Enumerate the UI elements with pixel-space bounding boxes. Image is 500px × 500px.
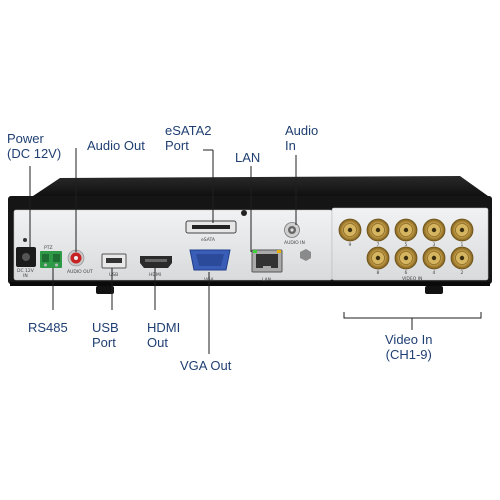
lan-port[interactable] [251,249,283,273]
screw-icon [241,210,247,216]
panel-print-audio-in: AUDIO IN [284,240,305,246]
hex-screw-icon [300,249,311,261]
right-panel-plate: 9 7 5 3 1 8 6 4 2 VIDEO IN [331,207,489,282]
foot-right [425,286,443,294]
callout-hdmi-out: HDMI Out [147,320,181,350]
panel-print-dc: DC 12V [17,268,35,274]
callout-rs485: RS485 [28,320,68,335]
callout-audio-out: Audio Out [87,138,145,153]
left-panel-plate: DC 12V IN PTZ AUDIO OUT USB HDMI [13,209,333,283]
panel-print-esata: eSATA [201,237,216,243]
callout-usb-port: USB Port [92,320,119,350]
panel-print-audio-out: AUDIO OUT [67,269,93,275]
bnc-channel-number: 2 [461,270,464,276]
callout-lan: LAN [235,150,261,165]
bnc-connector[interactable] [338,218,362,242]
leader-lines [29,148,482,354]
bnc-channel-number: 5 [405,242,408,248]
usb-port[interactable] [101,253,127,269]
bnc-connector[interactable] [394,218,418,242]
callout-video-in: Video In (CH1-9) [385,332,433,362]
bnc-connector[interactable] [422,218,446,242]
bnc-connector[interactable] [366,246,390,270]
bnc-channel-number: 1 [461,242,464,248]
foot-left [96,286,114,294]
bnc-connector[interactable] [366,218,390,242]
esata-port[interactable] [185,220,237,234]
bnc-connector[interactable] [450,218,474,242]
bnc-channel-number: 8 [377,270,380,276]
callout-esata2-port: eSATA2 Port [165,123,212,153]
bnc-channel-number: 9 [349,242,352,248]
callout-power: Power (DC 12V) [7,131,62,161]
bnc-connector[interactable] [450,246,474,270]
bnc-connector[interactable] [394,246,418,270]
panel-print-ptz: PTZ [44,245,53,251]
panel-print-lan: LAN [262,277,271,283]
power-led-icon [23,238,27,242]
bnc-connector-group: 9 7 5 3 1 8 6 4 2 [338,218,474,276]
hdmi-port[interactable] [140,256,172,268]
audio-out-rca-jack[interactable] [67,249,85,267]
panel-print-video-in: VIDEO IN [402,276,422,282]
panel-print-usb: USB [109,272,118,278]
bnc-channel-number: 7 [377,242,380,248]
bnc-channel-number: 6 [405,270,408,276]
vga-port[interactable] [189,249,231,271]
bnc-connector[interactable] [422,246,446,270]
bnc-channel-number: 4 [433,270,436,276]
callout-vga-out: VGA Out [180,358,232,373]
rs485-terminal[interactable] [40,251,62,268]
bnc-channel-number: 3 [433,242,436,248]
audio-in-jack[interactable] [284,222,300,238]
panel-print-in: IN [23,273,28,279]
leader-video-bracket [343,312,482,319]
callout-audio-in: Audio In [285,123,319,153]
